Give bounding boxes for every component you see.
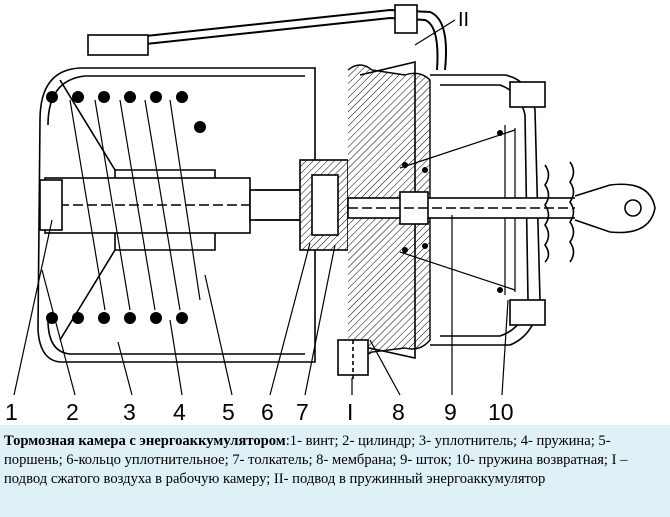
callout-8: 8 bbox=[392, 399, 405, 425]
brake-chamber-diagram: 1 2 3 4 5 6 7 I 8 9 10 II bbox=[5, 4, 656, 425]
callout-5: 5 bbox=[222, 399, 235, 425]
callout-6: 6 bbox=[261, 399, 274, 425]
fork bbox=[574, 183, 656, 234]
callout-2: 2 bbox=[66, 399, 79, 425]
power-spring bbox=[46, 91, 503, 324]
callout-3: 3 bbox=[123, 399, 136, 425]
callout-9: 9 bbox=[444, 399, 457, 425]
callout-10: 10 bbox=[488, 399, 514, 425]
callout-I: I bbox=[347, 399, 353, 425]
callout-7: 7 bbox=[296, 399, 309, 425]
air-line-II bbox=[89, 8, 447, 71]
callout-1: 1 bbox=[5, 399, 18, 425]
callout-II: II bbox=[458, 9, 469, 31]
caption: Тормозная камера с энергоаккумулятором:1… bbox=[0, 425, 670, 517]
caption-text: :1- винт; 2- цилиндр; 3- уплотнитель; 4-… bbox=[4, 433, 628, 487]
cylinder-housing bbox=[37, 67, 316, 363]
caption-title: Тормозная камера с энергоаккумулятором bbox=[4, 433, 286, 449]
callout-4: 4 bbox=[173, 399, 186, 425]
